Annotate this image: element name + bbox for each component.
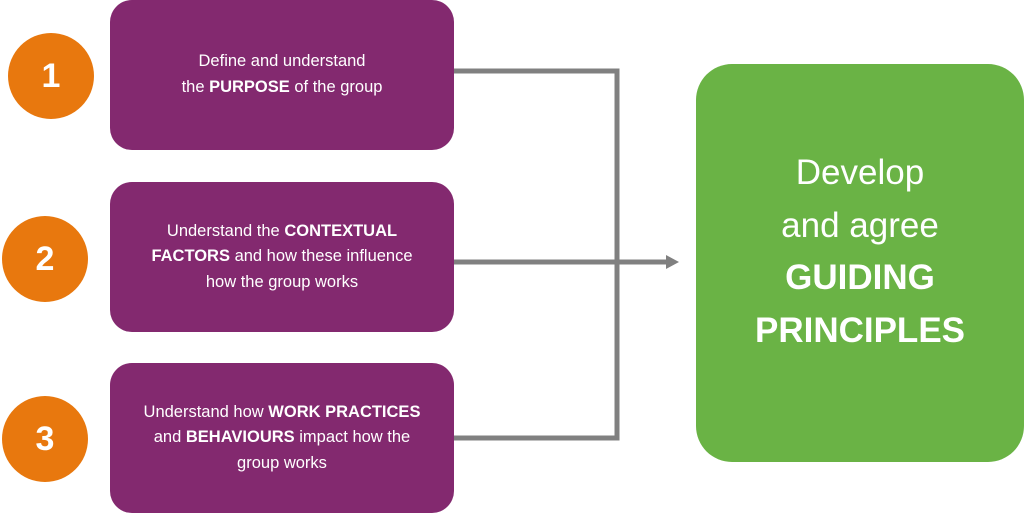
connector-step-3	[454, 262, 620, 441]
step-1-text: Define and understand the PURPOSE of the…	[182, 49, 383, 100]
goal-line-3: GUIDING	[785, 258, 935, 297]
goal-line-2: and agree	[781, 205, 939, 245]
step-3-line-1: Understand how WORK PRACTICES	[143, 402, 421, 421]
step-3-number-circle: 3	[2, 396, 88, 482]
step-3-box: Understand how WORK PRACTICES and BEHAVI…	[110, 363, 454, 513]
step-3-text: Understand how WORK PRACTICES and BEHAVI…	[144, 400, 421, 477]
step-3-line-2: and BEHAVIOURS impact how the	[153, 428, 411, 447]
step-2-number-circle: 2	[2, 216, 88, 302]
step-1-line-1: Define and understand	[198, 52, 366, 71]
step-2-line-3: how the group works	[205, 272, 359, 291]
step-3-line-3: group works	[237, 453, 327, 472]
step-2-line-1: Understand the CONTEXTUAL	[166, 221, 398, 240]
step-1-box: Define and understand the PURPOSE of the…	[110, 0, 454, 150]
goal-box-guiding-principles: Develop and agree GUIDING PRINCIPLES	[696, 64, 1024, 462]
goal-line-4: PRINCIPLES	[754, 310, 966, 350]
connector-step-1	[454, 68, 620, 262]
step-2-box: Understand the CONTEXTUAL FACTORS and ho…	[110, 182, 454, 332]
step-1-line-2: the PURPOSE of the group	[181, 78, 383, 96]
step-2-line-2: FACTORS and how these influence	[151, 247, 413, 266]
goal-line-1: Develop	[795, 153, 925, 192]
step-2-text: Understand the CONTEXTUAL FACTORS and ho…	[151, 219, 412, 296]
step-1-number-circle: 1	[8, 33, 94, 119]
arrowhead-to-goal	[666, 255, 679, 269]
